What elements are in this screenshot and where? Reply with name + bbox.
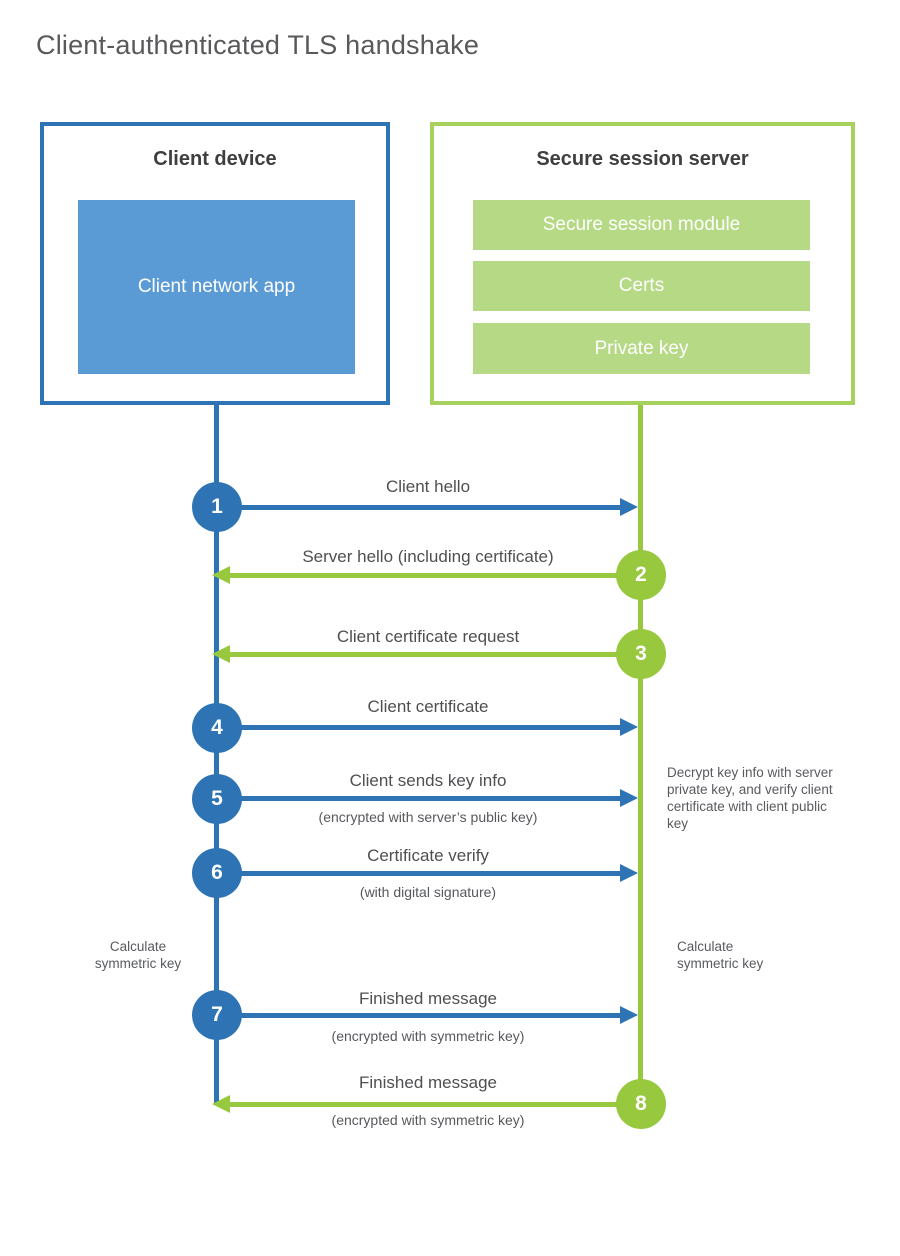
step-number: 4 bbox=[211, 716, 223, 739]
message-label: Finished message bbox=[359, 1073, 497, 1092]
step-number: 6 bbox=[211, 861, 223, 884]
message-sublabel: (encrypted with symmetric key) bbox=[331, 1112, 525, 1128]
step-number: 7 bbox=[211, 1003, 223, 1026]
step-badge: 8 bbox=[616, 1079, 666, 1129]
step-badge: 3 bbox=[616, 629, 666, 679]
step-number: 1 bbox=[211, 495, 223, 518]
page-title: Client-authenticated TLS handshake bbox=[36, 30, 480, 60]
step-badge: 7 bbox=[192, 990, 242, 1040]
arrow-left-icon bbox=[212, 645, 622, 663]
calculate-symmetric-key-client-note: Calculate symmetric key bbox=[94, 939, 182, 971]
message-sublabel: (encrypted with server’s public key) bbox=[318, 809, 538, 825]
message-label: Client hello bbox=[385, 477, 471, 496]
client-lifeline bbox=[214, 405, 219, 1105]
arrow-right-icon bbox=[230, 864, 638, 882]
client-network-app-box: Client network app bbox=[78, 200, 355, 374]
step-badge: 5 bbox=[192, 774, 242, 824]
step-badge: 6 bbox=[192, 848, 242, 898]
step-number: 5 bbox=[211, 787, 223, 810]
secure-session-server-title: Secure session server bbox=[536, 148, 749, 170]
message-label: Client sends key info bbox=[349, 771, 507, 790]
arrow-right-icon bbox=[230, 1006, 638, 1024]
client-network-app-label: Client network app bbox=[137, 276, 296, 298]
message-label: Server hello (including certificate) bbox=[302, 547, 554, 566]
step-number: 8 bbox=[635, 1092, 647, 1115]
message-label: Client certificate bbox=[367, 697, 489, 716]
step-badge: 2 bbox=[616, 550, 666, 600]
server-module-certs: Certs bbox=[473, 261, 810, 311]
server-lifeline bbox=[638, 405, 643, 1106]
arrow-left-icon bbox=[212, 1095, 622, 1113]
arrow-right-icon bbox=[230, 789, 638, 807]
step-badge: 4 bbox=[192, 703, 242, 753]
server-module-private-key: Private key bbox=[473, 323, 810, 374]
server-module-secure-session: Secure session module bbox=[473, 200, 810, 250]
step-number: 3 bbox=[635, 642, 647, 665]
message-label: Client certificate request bbox=[336, 627, 520, 646]
message-sublabel: (with digital signature) bbox=[359, 884, 497, 900]
arrow-left-icon bbox=[212, 566, 622, 584]
secure-session-server-box: Secure session server Secure session mod… bbox=[430, 122, 855, 405]
message-label: Certificate verify bbox=[367, 846, 489, 865]
step-badge: 1 bbox=[192, 482, 242, 532]
step-number: 2 bbox=[635, 563, 647, 586]
arrow-right-icon bbox=[230, 498, 638, 516]
message-label: Finished message bbox=[359, 989, 497, 1008]
arrow-right-icon bbox=[230, 718, 638, 736]
decrypt-note: Decrypt key info with server private key… bbox=[667, 765, 833, 831]
client-device-box: Client device Client network app bbox=[40, 122, 390, 405]
calculate-symmetric-key-server-note: Calculate symmetric key bbox=[677, 939, 764, 971]
client-device-title: Client device bbox=[153, 148, 277, 170]
message-sublabel: (encrypted with symmetric key) bbox=[331, 1028, 525, 1044]
